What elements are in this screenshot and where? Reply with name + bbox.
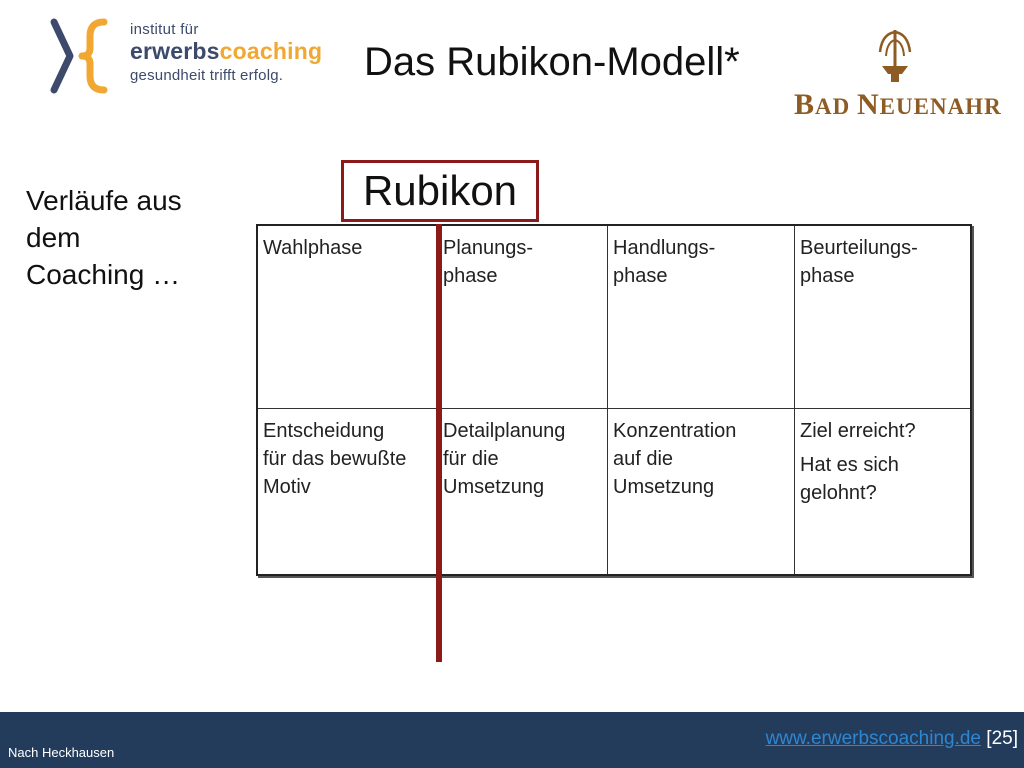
footer-bar: Nach Heckhausen www.erwerbscoaching.de [… [0, 712, 1024, 768]
header-cell-wahlphase: Wahlphase [258, 226, 438, 409]
logo-line-name: erwerbscoaching [130, 38, 323, 64]
bad-neuenahr-logo: BAD NEUENAHR [790, 26, 1002, 126]
page-number: [25] [981, 728, 1018, 749]
brace-logo-icon [50, 18, 108, 94]
header-cell-beurteilungsphase: Beurteilungs- phase [795, 226, 970, 409]
logo-tagline: gesundheit trifft erfolg. [130, 67, 284, 84]
logo-line-institut: institut für [130, 21, 199, 38]
header-cell-planungsphase: Planungs- phase [438, 226, 608, 409]
website-link[interactable]: www.erwerbscoaching.de [765, 728, 982, 749]
cell-entscheidung: Entscheidung für das bewußte Motiv [258, 409, 438, 574]
footer-link-area: www.erwerbscoaching.de [25] [766, 728, 1018, 750]
cell-konzentration: Konzentration auf die Umsetzung [608, 409, 795, 574]
bad-neuenahr-wordmark: BAD NEUENAHR [794, 88, 1002, 121]
header-cell-handlungsphase: Handlungs- phase [608, 226, 795, 409]
cell-detailplanung: Detailplanung für die Umsetzung [438, 409, 608, 574]
fountain-icon [878, 30, 912, 82]
page-title: Das Rubikon-Modell* [364, 40, 740, 84]
erwerbscoaching-logo: institut für erwerbscoaching gesundheit … [46, 16, 336, 100]
phase-table: Wahlphase Planungs- phase Handlungs- pha… [256, 224, 972, 576]
rubikon-label: Rubikon [341, 160, 539, 222]
rubikon-divider-line [436, 224, 442, 662]
cell-ziel-erreicht: Ziel erreicht? Hat es sich gelohnt? [800, 420, 916, 504]
side-caption: Verläufe aus dem Coaching … [26, 185, 182, 290]
footer-source: Nach Heckhausen [8, 745, 115, 760]
